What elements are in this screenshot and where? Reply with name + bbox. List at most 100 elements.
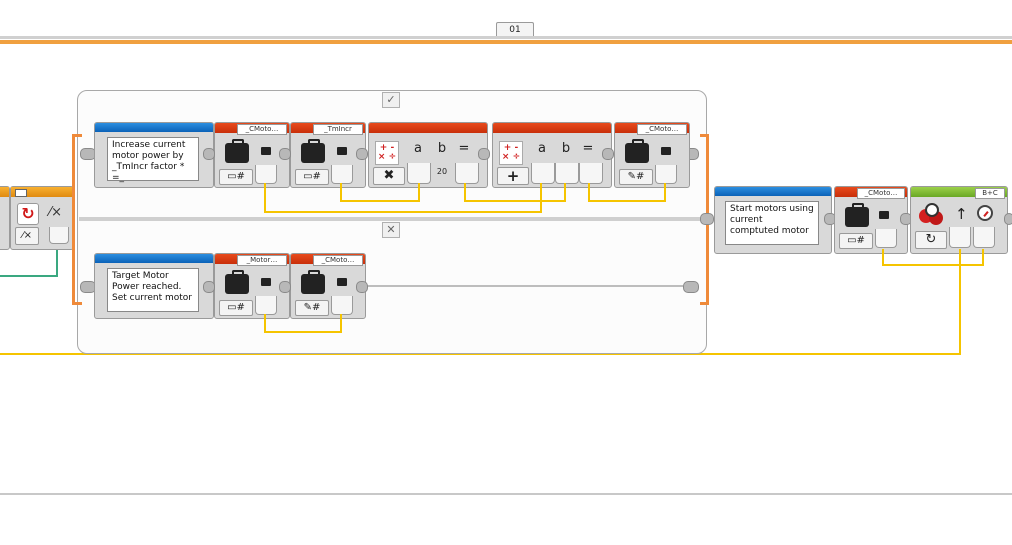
sequence-plug[interactable] — [203, 148, 215, 160]
output-label: = — [582, 141, 594, 156]
data-wire — [56, 248, 58, 277]
output-port[interactable] — [255, 165, 277, 184]
power-input-port[interactable] — [973, 227, 995, 248]
sequence-plug[interactable] — [203, 281, 215, 293]
input-b-value[interactable]: 20 — [436, 167, 448, 176]
block-header — [369, 123, 487, 133]
multiply-icon[interactable]: ✖ — [373, 167, 405, 185]
read-numeric-mode-icon[interactable]: ▭# — [219, 300, 253, 316]
loop-interrupt-block[interactable]: ↻ ⁄× ⁄× — [10, 186, 74, 250]
write-numeric-mode-icon[interactable]: ✎# — [619, 169, 653, 185]
sequence-tab[interactable]: 01 — [496, 22, 534, 37]
variable-name[interactable]: _CMoto… — [237, 124, 287, 135]
sequence-plug[interactable] — [279, 281, 291, 293]
output-port[interactable] — [331, 165, 353, 184]
close-icon[interactable]: ✕ — [382, 222, 400, 238]
data-wire — [0, 275, 58, 277]
input-b-port[interactable] — [555, 163, 579, 184]
small-suitcase-icon — [337, 147, 347, 155]
flow-bracket-left — [72, 134, 75, 304]
variable-block-read[interactable]: _TmIncr ▭# — [290, 122, 366, 188]
variable-name[interactable]: _CMoto… — [637, 124, 687, 135]
input-a-label: a — [538, 141, 546, 156]
data-wire — [264, 183, 266, 213]
read-numeric-mode-icon[interactable]: ▭# — [219, 169, 253, 185]
variable-block-read[interactable]: _Motor… ▭# — [214, 253, 290, 319]
sequence-plug[interactable] — [356, 148, 368, 160]
output-port[interactable] — [455, 163, 479, 184]
variable-name[interactable]: _CMoto… — [857, 188, 905, 199]
flow-bracket-right — [700, 134, 709, 137]
sequence-plug[interactable] — [683, 281, 699, 293]
sequence-plug[interactable] — [356, 281, 368, 293]
read-numeric-mode-icon[interactable]: ▭# — [839, 233, 873, 249]
comment-text[interactable]: Increase current motor power by _TmIncr … — [107, 137, 199, 183]
variable-name[interactable]: _Motor… — [237, 255, 287, 266]
comment-block[interactable]: Increase current motor power by _TmIncr … — [94, 122, 214, 188]
comment-text[interactable]: Start motors using current comptuted mot… — [725, 201, 819, 245]
loop-id-icon — [15, 189, 27, 197]
small-suitcase-icon — [261, 147, 271, 155]
fraction-icon: ⁄× — [49, 205, 63, 220]
sequence-plug[interactable] — [700, 213, 714, 225]
comment-block[interactable]: Start motors using current comptuted mot… — [714, 186, 832, 254]
data-wire — [464, 200, 566, 202]
data-wire — [340, 314, 342, 333]
block-header — [95, 254, 213, 263]
add-icon[interactable]: + — [497, 167, 529, 185]
output-port[interactable] — [579, 163, 603, 184]
math-block-add[interactable]: + - × ÷ a b = + — [492, 122, 612, 188]
input-port[interactable] — [49, 227, 69, 244]
mode-selector[interactable]: ⁄× — [15, 227, 39, 245]
read-numeric-mode-icon[interactable]: ▭# — [295, 169, 329, 185]
motor-ports[interactable]: B+C — [975, 188, 1005, 199]
input-port[interactable] — [331, 296, 353, 315]
small-suitcase-icon — [879, 211, 889, 219]
variable-name[interactable]: _CMoto… — [313, 255, 363, 266]
math-block-multiply[interactable]: + - × ÷ a b = ✖ 20 — [368, 122, 488, 188]
input-port[interactable] — [655, 165, 677, 184]
output-port[interactable] — [255, 296, 277, 315]
comment-block[interactable]: Target Motor Power reached. Set current … — [94, 253, 214, 319]
suitcase-icon — [225, 139, 249, 163]
sequence-plug[interactable] — [602, 148, 614, 160]
block-header — [493, 123, 611, 133]
variable-block-write[interactable]: _CMoto… ✎# — [614, 122, 690, 188]
variable-name[interactable]: _TmIncr — [313, 124, 363, 135]
data-wire — [664, 183, 666, 202]
data-wire — [982, 249, 984, 266]
block-header — [715, 187, 831, 196]
suitcase-icon — [845, 203, 869, 227]
data-wire — [264, 211, 542, 213]
input-a-port[interactable] — [531, 163, 555, 184]
block-header — [11, 187, 73, 197]
comment-text[interactable]: Target Motor Power reached. Set current … — [107, 268, 199, 312]
sequence-plug[interactable] — [1004, 213, 1012, 225]
sequence-wire — [365, 285, 683, 287]
variable-block-write[interactable]: _CMoto… ✎# — [290, 253, 366, 319]
steering-input-port[interactable] — [949, 227, 971, 248]
sequence-plug[interactable] — [279, 148, 291, 160]
sequence-plug[interactable] — [478, 148, 490, 160]
move-steering-block[interactable]: B+C ↑ ↻ — [910, 186, 1008, 254]
sequence-rail-orange — [0, 40, 1012, 44]
block-header — [0, 187, 9, 197]
data-wire — [882, 249, 884, 266]
write-numeric-mode-icon[interactable]: ✎# — [295, 300, 329, 316]
input-a-port[interactable] — [407, 163, 431, 184]
data-wire — [959, 240, 961, 355]
data-wire — [0, 353, 961, 355]
output-port[interactable] — [875, 229, 897, 248]
suitcase-icon — [225, 270, 249, 294]
flow-bracket-left — [72, 302, 82, 305]
data-wire — [464, 183, 466, 202]
suitcase-icon — [301, 139, 325, 163]
check-icon[interactable]: ✓ — [382, 92, 400, 108]
variable-block-read[interactable]: _CMoto… ▭# — [834, 186, 908, 254]
loop-block-partial[interactable] — [0, 186, 10, 250]
canvas-bottom-rail — [0, 493, 1012, 495]
variable-block-read[interactable]: _CMoto… ▭# — [214, 122, 290, 188]
data-wire — [264, 331, 342, 333]
loop-arrow-icon: ↻ — [17, 203, 39, 225]
mode-on-icon[interactable]: ↻ — [915, 231, 947, 249]
